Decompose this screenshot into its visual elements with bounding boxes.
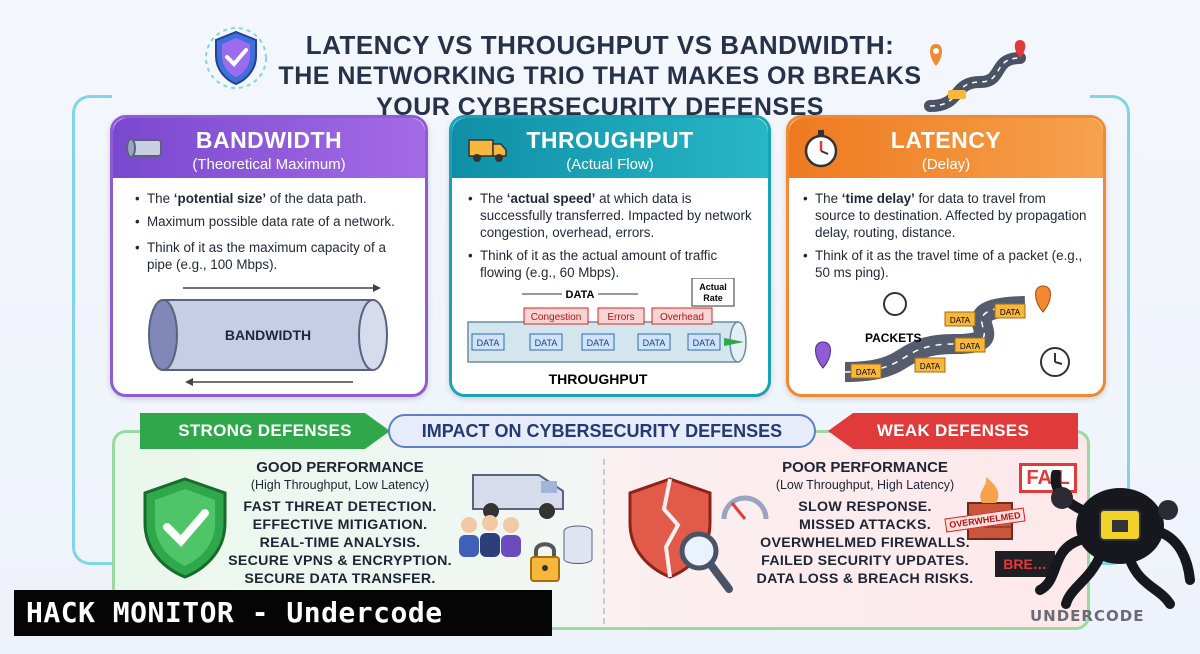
title-line-1: Latency vs Throughput vs Bandwidth: xyxy=(305,30,895,60)
throughput-bottom-label: THROUGHPUT xyxy=(549,371,648,387)
good-item-4: Secure VPNs & encryption. xyxy=(228,553,452,569)
strong-defenses-ribbon: Strong Defenses xyxy=(140,413,390,449)
throughput-subheading: (Actual Flow) xyxy=(566,156,654,173)
bandwidth-card: Bandwidth (Theoretical Maximum) The ‘pot… xyxy=(110,115,428,397)
poor-item-4: Failed security updates. xyxy=(761,553,969,569)
bandwidth-pipe-label: BANDWIDTH xyxy=(225,327,311,343)
svg-text:DATA: DATA xyxy=(920,362,941,371)
good-item-3: Real-time analysis. xyxy=(259,535,421,551)
title-line-2: The Networking Trio That Makes or Breaks xyxy=(278,62,922,90)
latency-card: Latency (Delay) The ‘time delay’ for dat… xyxy=(786,115,1106,397)
bandwidth-heading: Bandwidth xyxy=(195,127,343,153)
undercode-logo-text: Undercode xyxy=(1030,607,1145,625)
weak-defenses-ribbon: Weak Defenses xyxy=(828,413,1078,449)
actual-rate-label-1: Actual xyxy=(699,282,727,292)
poor-performance-subtitle: (Low Throughput, High Latency) xyxy=(775,478,955,492)
green-shield-check-icon xyxy=(143,477,227,579)
page-title: Latency vs Throughput vs Bandwidth: The … xyxy=(230,30,970,123)
packets-label: PACKETS xyxy=(865,331,921,345)
latency-subheading: (Delay) xyxy=(921,156,971,173)
poor-item-3: Overwhelmed firewalls. xyxy=(760,535,970,551)
circuit-frame-right xyxy=(1090,95,1130,565)
bandwidth-bullet-1: The ‘potential size’ of the data path. xyxy=(135,190,411,207)
poor-performance-items: Slow response. Missed attacks. Overwhelm… xyxy=(740,498,990,588)
bandwidth-bullet-2: Maximum possible data rate of a network. xyxy=(135,213,411,230)
latency-bullet-2: Think of it as the travel time of a pack… xyxy=(803,247,1089,281)
throughput-bullet-2: Think of it as the actual amount of traf… xyxy=(468,247,754,281)
throughput-heading: Throughput xyxy=(526,127,694,153)
van-icon xyxy=(472,474,564,519)
poor-performance-title: Poor Performance xyxy=(782,459,948,476)
bandwidth-bullet-3: Think of it as the maximum capacity of a… xyxy=(135,239,411,273)
hack-monitor-banner: HACK MONITOR - Undercode xyxy=(14,590,552,636)
good-performance-block: Good Performance (High Throughput, Low L… xyxy=(220,459,460,588)
good-performance-subtitle: (High Throughput, Low Latency) xyxy=(250,478,430,492)
latency-heading: Latency xyxy=(890,127,1002,153)
throughput-bullets: The ‘actual speed’ at which data is succ… xyxy=(452,178,768,281)
poor-item-2: Missed attacks. xyxy=(799,517,931,533)
throughput-card: Throughput (Actual Flow) The ‘actual spe… xyxy=(449,115,771,397)
security-team-icon xyxy=(459,515,521,557)
padlock-icon xyxy=(530,542,560,582)
svg-text:DATA: DATA xyxy=(960,342,981,351)
actual-rate-label-2: Rate xyxy=(703,293,723,303)
svg-text:DATA: DATA xyxy=(693,338,716,348)
svg-text:DATA: DATA xyxy=(950,316,971,325)
speed-gauge-icon xyxy=(721,495,769,520)
octopus-hacker-icon xyxy=(1035,470,1195,609)
database-icon xyxy=(563,525,593,564)
throughput-header: Throughput (Actual Flow) xyxy=(452,118,768,178)
magnifier-icon xyxy=(679,531,733,593)
latency-stopwatch-icon xyxy=(883,292,907,316)
shield-check-icon xyxy=(205,27,267,89)
poor-item-1: Slow response. xyxy=(798,499,932,515)
truck-icon xyxy=(468,139,507,162)
stopwatch-icon xyxy=(804,130,838,168)
svg-text:DATA: DATA xyxy=(1000,308,1021,317)
latency-header: Latency (Delay) xyxy=(789,118,1103,178)
poor-item-5: Data loss & breach risks. xyxy=(756,571,974,587)
errors-label: Errors xyxy=(607,312,634,323)
bandwidth-bullets: The ‘potential size’ of the data path. M… xyxy=(113,178,425,273)
latency-bullet-1: The ‘time delay’ for data to travel from… xyxy=(803,190,1089,241)
road-map-icon xyxy=(924,40,1026,112)
svg-text:DATA: DATA xyxy=(643,338,666,348)
overhead-label: Overhead xyxy=(660,312,704,323)
bandwidth-pipe-diagram: BANDWIDTH xyxy=(148,284,388,386)
svg-text:DATA: DATA xyxy=(535,338,558,348)
svg-text:DATA: DATA xyxy=(587,338,610,348)
congestion-label: Congestion xyxy=(531,312,582,323)
latency-bullets: The ‘time delay’ for data to travel from… xyxy=(789,178,1103,281)
source-pin-icon xyxy=(815,341,831,369)
pipe-icon xyxy=(126,138,162,158)
good-item-5: Secure data transfer. xyxy=(244,571,436,587)
latency-packets: DATA DATA DATA DATA DATA xyxy=(850,303,1026,379)
throughput-bullet-1: The ‘actual speed’ at which data is succ… xyxy=(468,190,754,241)
breach-tag: BRE… xyxy=(995,551,1055,577)
svg-text:DATA: DATA xyxy=(477,338,500,348)
latency-road-diagram: PACKETS DATA DATA DATA DATA DATA xyxy=(815,285,1070,382)
bandwidth-subheading: (Theoretical Maximum) xyxy=(192,156,346,173)
throughput-packets: DATA DATA DATA DATA DATA xyxy=(471,333,721,351)
throughput-data-label: DATA xyxy=(566,289,595,301)
circuit-frame-left xyxy=(72,95,112,565)
good-item-1: Fast threat detection. xyxy=(243,499,437,515)
bandwidth-header: Bandwidth (Theoretical Maximum) xyxy=(113,118,425,178)
good-performance-title: Good Performance xyxy=(256,459,424,476)
throughput-pipe-diagram: DATA Actual Rate Congestion Errors Overh… xyxy=(467,278,747,387)
firewall-fire-icon xyxy=(967,477,1013,540)
impact-title: Impact on Cybersecurity Defenses xyxy=(388,414,816,448)
poor-performance-block: Poor Performance (Low Throughput, High L… xyxy=(740,459,990,588)
destination-pin-icon xyxy=(1035,285,1051,313)
good-performance-items: Fast threat detection. Effective mitigat… xyxy=(220,498,460,588)
good-item-2: Effective mitigation. xyxy=(252,517,428,533)
svg-text:DATA: DATA xyxy=(856,368,877,377)
impact-divider xyxy=(603,459,605,624)
